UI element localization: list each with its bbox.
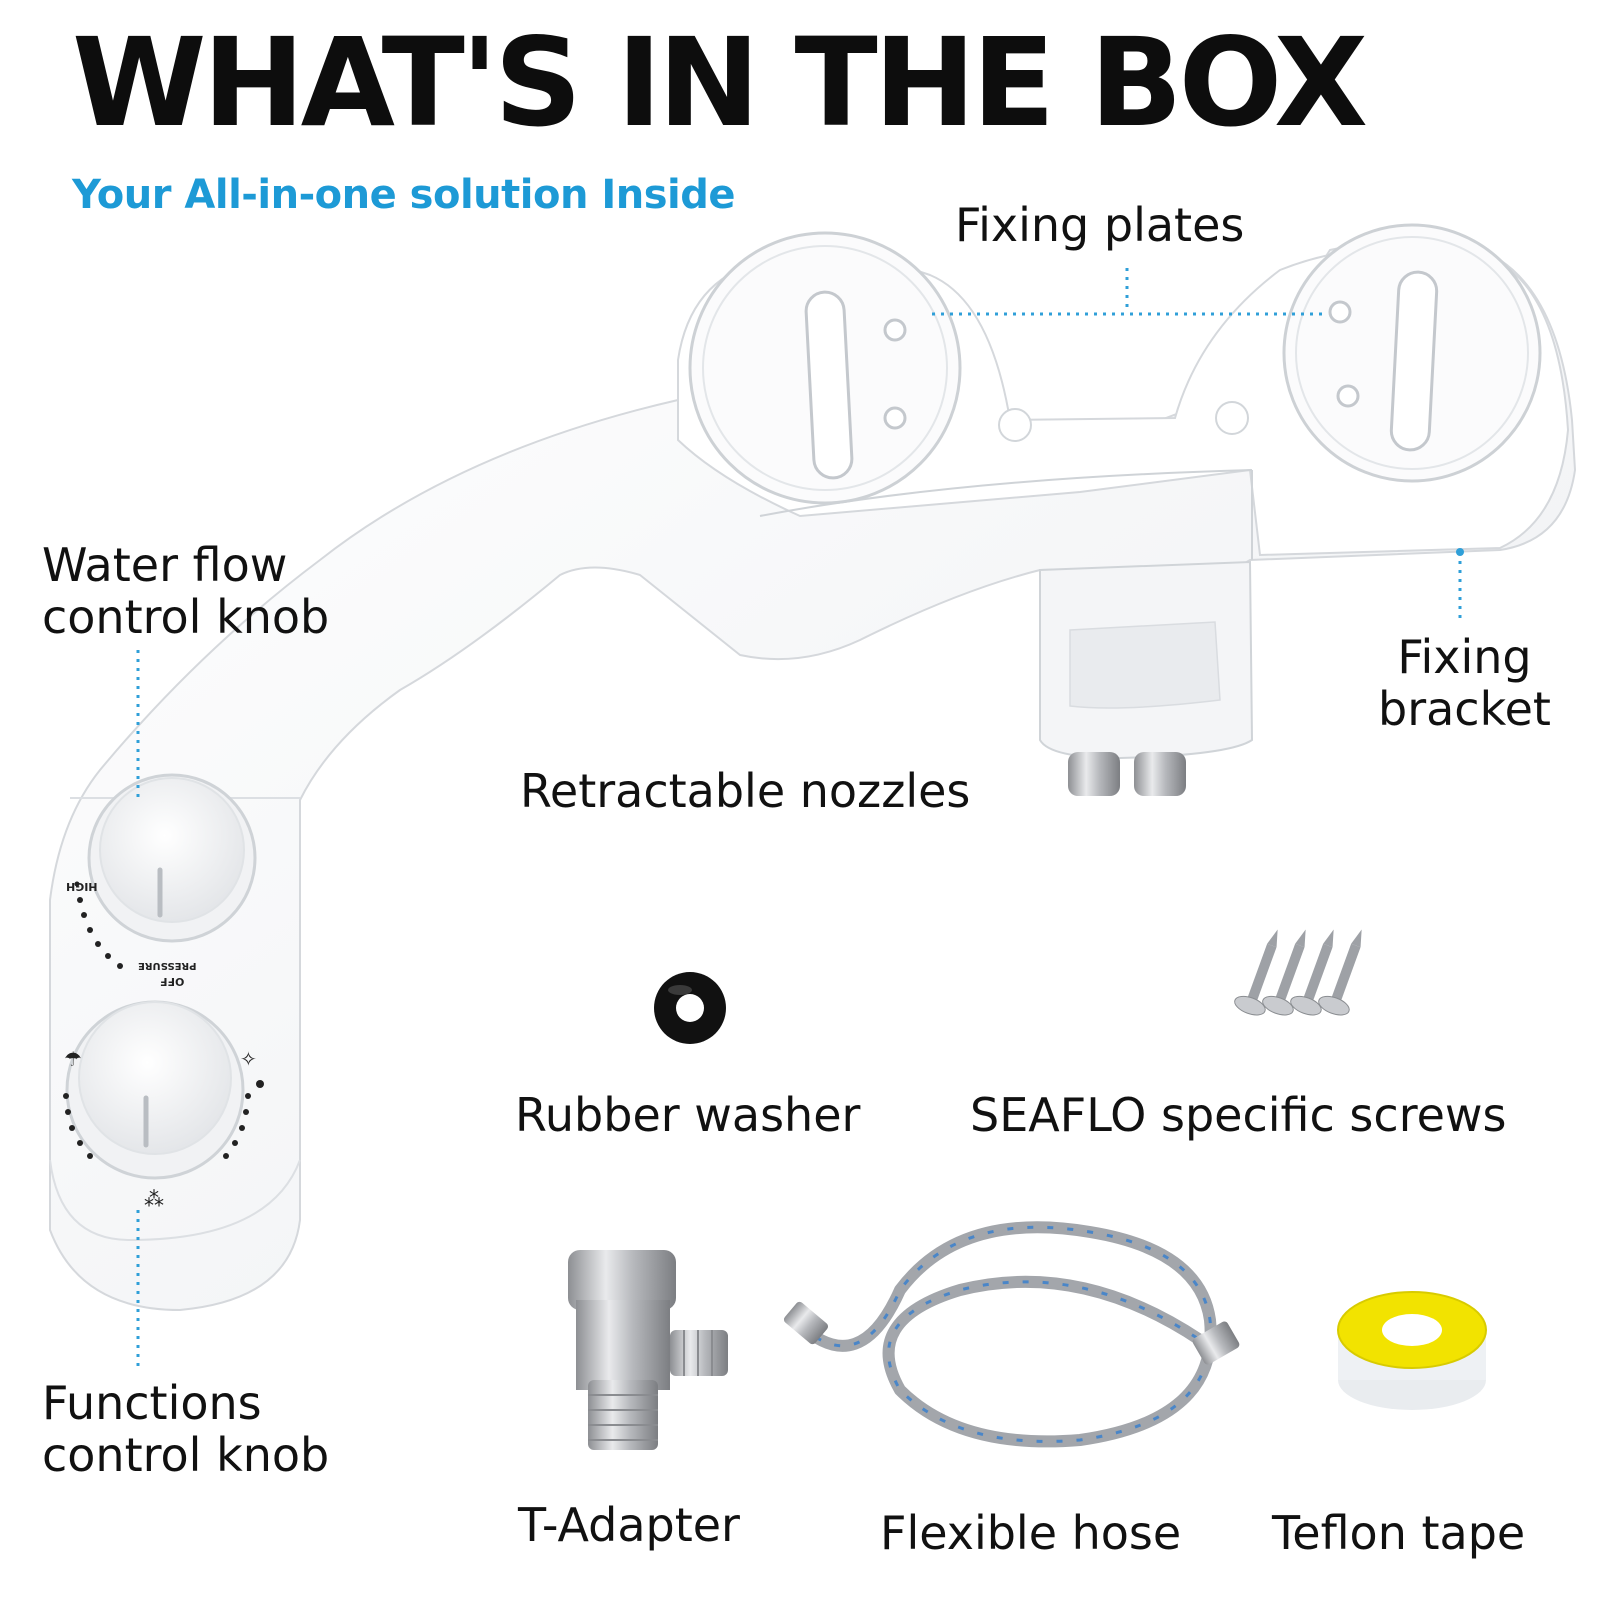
label-water-flow-line1: Water flow bbox=[42, 538, 288, 592]
teflon-tape bbox=[1337, 1291, 1487, 1410]
seaflo-screws bbox=[1234, 929, 1362, 1016]
screw-cap-left bbox=[998, 408, 1032, 442]
fixing-plate-right bbox=[1282, 223, 1542, 483]
leader-dot-bracket bbox=[1456, 548, 1464, 556]
fixing-plate-left bbox=[688, 231, 962, 505]
label-flexible-hose: Flexible hose bbox=[880, 1506, 1182, 1560]
label-functions-line1: Functions bbox=[42, 1376, 262, 1430]
pressure-high-marking: HIGH bbox=[66, 880, 98, 893]
label-functions-knob: Functions control knob bbox=[42, 1376, 330, 1482]
pressure-label-marking: PRESSURE bbox=[138, 960, 197, 971]
label-functions-line2: control knob bbox=[42, 1427, 330, 1482]
label-rubber-washer: Rubber washer bbox=[515, 1088, 861, 1142]
label-t-adapter: T-Adapter bbox=[518, 1498, 740, 1552]
label-retractable-nozzles: Retractable nozzles bbox=[520, 764, 971, 818]
rubber-washer bbox=[654, 972, 726, 1044]
flexible-hose bbox=[783, 1221, 1240, 1448]
pressure-off-marking: OFF bbox=[160, 975, 185, 988]
water-flow-knob bbox=[74, 773, 257, 969]
svg-text:⁂: ⁂ bbox=[144, 1187, 164, 1211]
svg-text:✧: ✧ bbox=[240, 1047, 257, 1071]
nozzles bbox=[1068, 752, 1186, 796]
functions-knob: ☂ ✧ ⁂ bbox=[63, 1000, 264, 1211]
svg-text:☂: ☂ bbox=[64, 1047, 82, 1071]
leader-lines bbox=[136, 268, 1462, 1368]
label-fixing-bracket: Fixing bracket bbox=[1378, 630, 1551, 736]
label-fixing-plates: Fixing plates bbox=[955, 198, 1245, 252]
page-title: WHAT'S IN THE BOX bbox=[72, 12, 1368, 154]
label-fixing-bracket-line1: Fixing bbox=[1397, 630, 1532, 684]
page-subtitle: Your All-in-one solution Inside bbox=[72, 172, 736, 218]
label-fixing-bracket-line2: bracket bbox=[1378, 681, 1551, 736]
label-water-flow-line2: control knob bbox=[42, 589, 330, 644]
t-adapter bbox=[568, 1250, 728, 1450]
screw-cap-right bbox=[1215, 401, 1249, 435]
label-water-flow-knob: Water flow control knob bbox=[42, 538, 330, 644]
nozzle-housing bbox=[1039, 560, 1254, 760]
label-screws: SEAFLO specific screws bbox=[970, 1088, 1507, 1142]
label-teflon-tape: Teflon tape bbox=[1272, 1506, 1526, 1560]
